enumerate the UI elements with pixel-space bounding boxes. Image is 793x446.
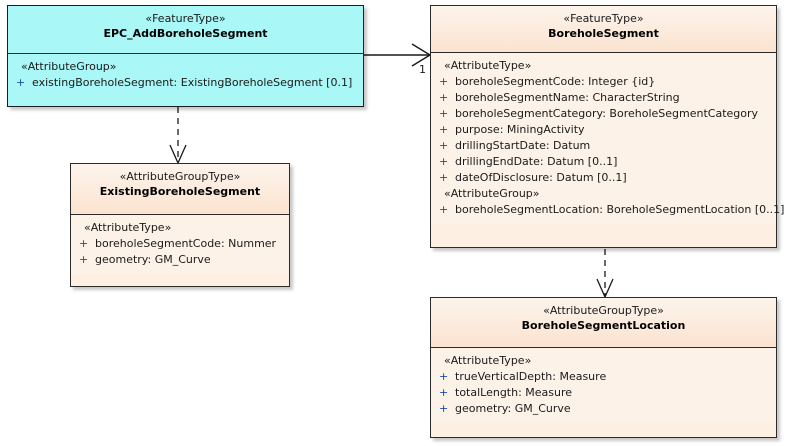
attribute-text: existingBoreholeSegment: ExistingBorehol…	[32, 76, 353, 89]
class-epc-add-borehole-segment[interactable]: «FeatureType» EPC_AddBoreholeSegment «At…	[7, 5, 364, 107]
attribute-row[interactable]: + trueVerticalDepth: Measure	[435, 369, 772, 385]
class-name: EPC_AddBoreholeSegment	[103, 27, 268, 40]
association-multiplicity-label: 1	[419, 63, 426, 76]
attribute-group-label: «AttributeGroup»	[21, 60, 117, 73]
attribute-text: geometry: GM_Curve	[455, 402, 571, 415]
attribute-row[interactable]: + geometry: GM_Curve	[435, 401, 772, 417]
visibility-marker: +	[439, 155, 449, 168]
attribute-row[interactable]: + boreholeSegmentCode: Nummer	[75, 236, 285, 252]
attribute-text: purpose: MiningActivity	[455, 123, 585, 136]
attribute-text: boreholeSegmentName: CharacterString	[455, 91, 680, 104]
attribute-type-label: «AttributeType»	[84, 221, 172, 234]
attribute-text: boreholeSegmentCode: Nummer	[95, 237, 277, 250]
attribute-row[interactable]: + purpose: MiningActivity	[435, 122, 772, 138]
attribute-row[interactable]: + geometry: GM_Curve	[75, 252, 285, 268]
visibility-marker: +	[79, 237, 89, 250]
attribute-row[interactable]: + dateOfDisclosure: Datum [0..1]	[435, 170, 772, 186]
connector-dep-epc-to-existing[interactable]	[169, 107, 187, 165]
class-body: «AttributeType» + boreholeSegmentCode: In…	[431, 53, 784, 224]
visibility-marker: +	[439, 402, 449, 415]
attribute-row[interactable]: + boreholeSegmentName: CharacterString	[435, 90, 772, 106]
class-name: BoreholeSegment	[548, 27, 659, 40]
attribute-row[interactable]: + boreholeSegmentLocation: BoreholeSegmen…	[435, 202, 784, 218]
class-header: «FeatureType» BoreholeSegment	[431, 6, 776, 53]
attribute-text: drillingStartDate: Datum	[455, 139, 591, 152]
attribute-group-label: «AttributeGroup»	[444, 187, 540, 200]
visibility-marker: +	[16, 76, 26, 89]
class-stereotype: «AttributeGroupType»	[543, 304, 664, 317]
connector-dep-boreholesegment-to-location[interactable]	[596, 249, 614, 299]
attribute-text: totalLength: Measure	[455, 386, 573, 399]
visibility-marker: +	[439, 91, 449, 104]
attribute-text: boreholeSegmentCode: Integer {id}	[455, 75, 656, 88]
attribute-text: trueVerticalDepth: Measure	[455, 370, 607, 383]
attribute-text: geometry: GM_Curve	[95, 253, 211, 266]
visibility-marker: +	[439, 75, 449, 88]
visibility-marker: +	[439, 386, 449, 399]
class-stereotype: «FeatureType»	[563, 12, 644, 25]
attribute-text: dateOfDisclosure: Datum [0..1]	[455, 171, 627, 184]
class-header: «AttributeGroupType» BoreholeSegmentLoca…	[431, 298, 776, 348]
class-body: «AttributeType» + trueVerticalDepth: Meas…	[431, 348, 776, 423]
attribute-text: boreholeSegmentCategory: BoreholeSegment…	[455, 107, 759, 120]
visibility-marker: +	[439, 370, 449, 383]
class-body: «AttributeGroup» + existingBoreholeSegmen…	[8, 54, 363, 97]
class-header: «AttributeGroupType» ExistingBoreholeSeg…	[71, 164, 289, 215]
attribute-row[interactable]: + drillingEndDate: Datum [0..1]	[435, 154, 772, 170]
class-existing-borehole-segment[interactable]: «AttributeGroupType» ExistingBoreholeSeg…	[70, 163, 290, 287]
visibility-marker: +	[439, 123, 449, 136]
attribute-row[interactable]: + boreholeSegmentCode: Integer {id}	[435, 74, 772, 90]
attribute-type-label: «AttributeType»	[444, 59, 532, 72]
attribute-text: drillingEndDate: Datum [0..1]	[455, 155, 618, 168]
attribute-row[interactable]: + totalLength: Measure	[435, 385, 772, 401]
attribute-type-label: «AttributeType»	[444, 354, 532, 367]
class-borehole-segment[interactable]: «FeatureType» BoreholeSegment «Attribute…	[430, 5, 784, 248]
class-borehole-segment-location[interactable]: «AttributeGroupType» BoreholeSegmentLoca…	[430, 297, 777, 438]
visibility-marker: +	[439, 139, 449, 152]
attribute-row[interactable]: + existingBoreholeSegment: ExistingBoreho…	[12, 75, 359, 91]
visibility-marker: +	[439, 203, 449, 216]
attribute-row[interactable]: + boreholeSegmentCategory: BoreholeSegmen…	[435, 106, 772, 122]
class-header: «FeatureType» EPC_AddBoreholeSegment	[8, 6, 363, 54]
class-name: BoreholeSegmentLocation	[521, 319, 686, 332]
class-body: «AttributeType» + boreholeSegmentCode: Nu…	[71, 215, 289, 274]
class-name: ExistingBoreholeSegment	[99, 185, 261, 198]
attribute-row[interactable]: + drillingStartDate: Datum	[435, 138, 772, 154]
visibility-marker: +	[439, 171, 449, 184]
class-stereotype: «FeatureType»	[145, 12, 226, 25]
visibility-marker: +	[439, 107, 449, 120]
class-stereotype: «AttributeGroupType»	[119, 170, 241, 183]
visibility-marker: +	[79, 253, 89, 266]
attribute-text: boreholeSegmentLocation: BoreholeSegment…	[455, 203, 785, 216]
